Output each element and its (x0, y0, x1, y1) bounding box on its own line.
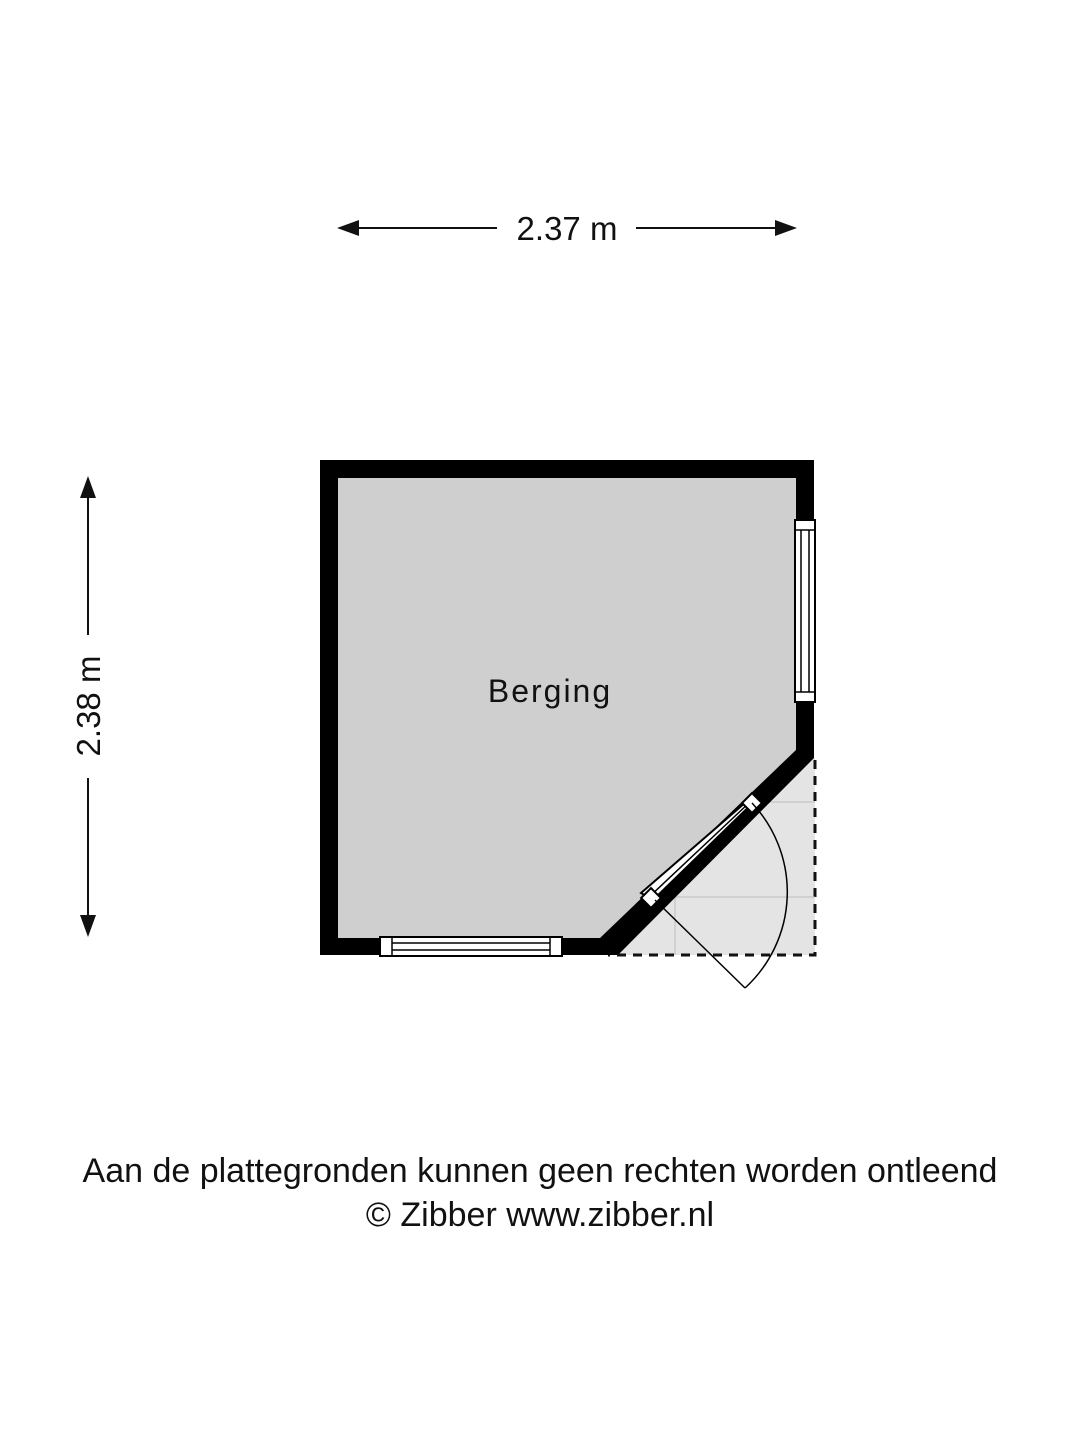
window-right (794, 519, 816, 703)
door-landing-dashed-edge (608, 760, 817, 957)
height-dimension: 2.38 m (70, 476, 107, 937)
door-leaf (654, 899, 746, 989)
copyright-text: © Zibber www.zibber.nl (365, 1196, 715, 1234)
window-bottom (379, 936, 563, 957)
door-swing-arc (744, 802, 788, 989)
room-label: Berging (488, 673, 612, 709)
width-dimension-label: 2.37 m (517, 210, 618, 247)
width-dimension: 2.37 m (337, 210, 797, 247)
height-arrow-top-icon (80, 476, 96, 498)
height-dimension-label: 2.38 m (70, 656, 107, 757)
room-floor (338, 478, 796, 938)
door-jamb-bottom (639, 886, 663, 910)
width-arrow-right-icon (775, 220, 797, 236)
width-arrow-left-icon (337, 220, 359, 236)
height-arrow-bottom-icon (80, 915, 96, 937)
disclaimer-text: Aan de plattegronden kunnen geen rechten… (82, 1152, 998, 1190)
door-diagonal (639, 791, 788, 989)
